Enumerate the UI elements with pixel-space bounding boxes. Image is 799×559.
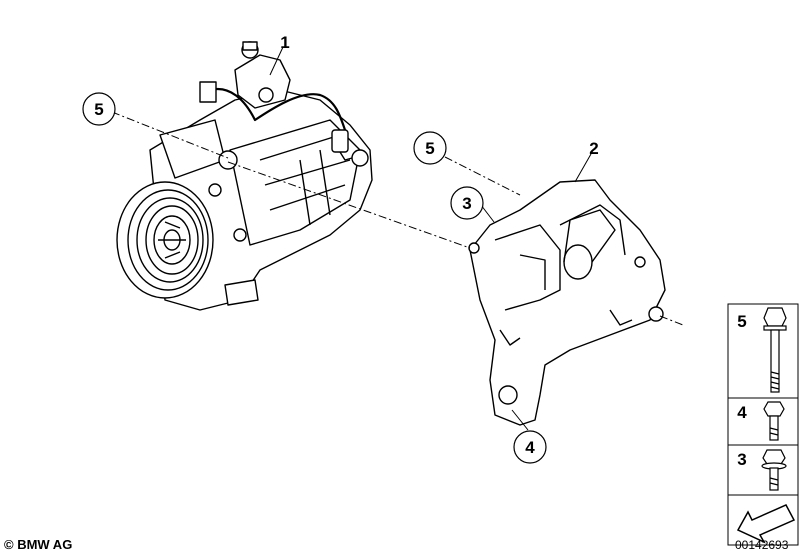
callout-3: 3 (450, 186, 484, 220)
ac-compressor (116, 41, 373, 311)
legend-row-5-label: 5 (737, 312, 746, 331)
short-bolt-icon (763, 401, 785, 441)
callout-4-text: 4 (525, 438, 535, 457)
legend-row-4-label: 4 (737, 403, 747, 422)
fastener-legend: 5 4 3 (727, 303, 799, 546)
copyright-text: © BMW AG (4, 537, 73, 552)
callout-4: 4 (513, 430, 547, 464)
compressor-bracket (468, 179, 666, 426)
leader-lines (269, 46, 592, 431)
callout-5-bracket-text: 5 (425, 139, 434, 158)
callout-5-bracket: 5 (413, 131, 447, 165)
callout-5-compressor-text: 5 (94, 100, 103, 119)
callout-2-text: 2 (589, 139, 598, 158)
legend-row-3-label: 3 (737, 450, 746, 469)
callout-3-text: 3 (462, 194, 471, 213)
callout-5-compressor: 5 (82, 92, 116, 126)
image-number: 00142693 (735, 538, 789, 552)
direction-arrow-icon (736, 504, 796, 544)
long-bolt-icon (763, 307, 787, 393)
flange-bolt-icon (761, 449, 787, 491)
assembly-guide-lines (111, 111, 684, 326)
callout-1-text: 1 (280, 33, 289, 52)
